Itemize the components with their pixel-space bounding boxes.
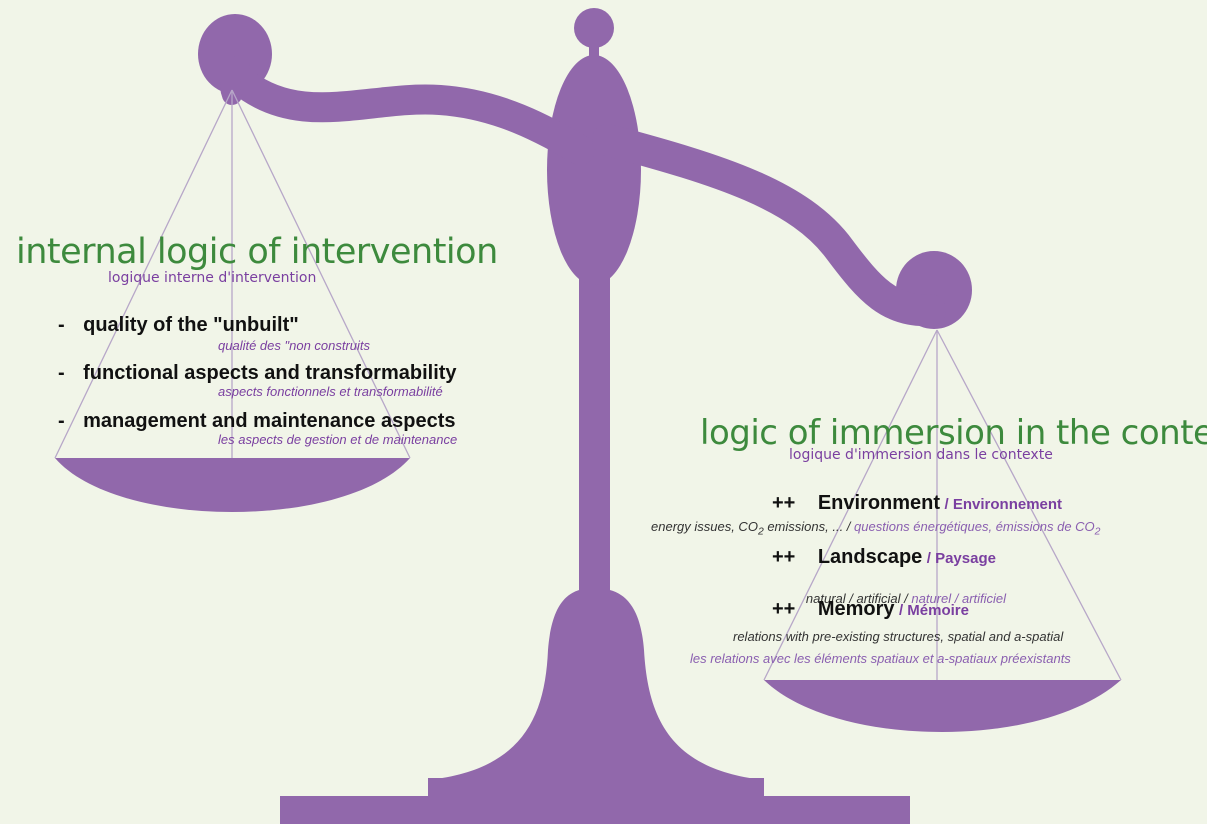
scale-base: [280, 796, 910, 824]
right-item-1-desc: energy issues, CO2 emissions, ... / ques…: [651, 518, 1100, 538]
left-pan-string: [54, 89, 233, 459]
left-subtitle: logique interne d'intervention: [108, 270, 317, 286]
right-item-translation: / Paysage: [926, 550, 996, 567]
right-title: logic of immersion in the context: [700, 413, 1207, 453]
right-item-3: ++ Memory / Mémoire: [772, 598, 969, 621]
bullet-plus: ++: [772, 598, 796, 620]
right-item-label: Memory: [817, 598, 895, 620]
desc-en: natural / artificial /: [805, 591, 908, 606]
right-item-label: Environment: [817, 492, 941, 514]
right-subtitle: logique d'immersion dans le contexte: [789, 447, 1053, 463]
right-item-2-desc: natural / artificial / naturel / artific…: [797, 572, 1006, 608]
right-item-3-desc-fr: les relations avec les éléments spatiaux…: [690, 651, 1071, 666]
scale-finial: [574, 8, 614, 48]
bullet-dash: -: [58, 314, 65, 336]
left-item-1: - quality of the "unbuilt": [58, 314, 299, 337]
left-item-label: functional aspects and transformability: [83, 362, 457, 384]
bullet-dash: -: [58, 410, 65, 432]
scale-foot: [428, 588, 764, 780]
left-pan: [55, 458, 410, 512]
right-item-translation: / Environnement: [944, 496, 1063, 513]
left-item-label: management and maintenance aspects: [83, 410, 456, 432]
desc-fr: questions énergétiques, émissions de CO2: [850, 519, 1101, 538]
desc-en: energy issues, CO2 emissions, ... /: [651, 519, 851, 538]
scale-beam-right: [592, 124, 946, 327]
left-item-translation: qualité des "non construits: [218, 338, 371, 353]
right-pan: [764, 680, 1121, 732]
left-pan-string: [231, 89, 411, 459]
right-item-1: ++ Environment / Environnement: [772, 492, 1062, 515]
right-pan-string: [936, 329, 1122, 681]
right-item-translation: / Mémoire: [898, 602, 969, 619]
right-item-3-desc-en: relations with pre-existing structures, …: [733, 629, 1064, 644]
left-item-2: - functional aspects and transformabilit…: [58, 362, 457, 385]
left-item-label: quality of the "unbuilt": [83, 314, 299, 336]
right-pan-string: [763, 329, 938, 681]
scale-base-step: [428, 778, 764, 798]
scale-upper-bulb: [547, 55, 641, 285]
right-item-label: Landscape: [817, 546, 923, 568]
left-title: internal logic of intervention: [16, 232, 498, 272]
scale-pillar: [579, 250, 610, 595]
bullet-dash: -: [58, 362, 65, 384]
bullet-plus: ++: [772, 492, 796, 514]
desc-fr: naturel / artificiel: [907, 591, 1007, 606]
scale-beam-left: [225, 65, 595, 165]
left-item-3: - management and maintenance aspects: [58, 410, 455, 433]
left-item-translation: aspects fonctionnels et transformabilité: [218, 384, 443, 399]
right-item-2: ++ Landscape / Paysage: [772, 546, 996, 569]
left-item-translation: les aspects de gestion et de maintenance: [218, 432, 458, 447]
bullet-plus: ++: [772, 546, 796, 568]
